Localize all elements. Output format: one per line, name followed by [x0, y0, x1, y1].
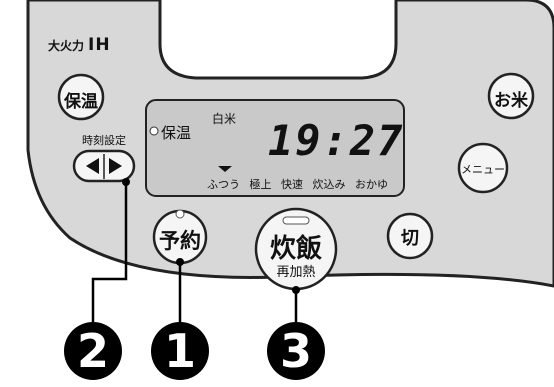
keep-warm-indicator-icon: [149, 126, 159, 136]
mode-item: おかゆ: [355, 178, 388, 191]
cook-led-icon: [282, 216, 310, 225]
lcd-keep-warm-text: 保温: [161, 124, 192, 142]
off-button[interactable]: [386, 212, 434, 260]
timer-label: 予約: [159, 229, 201, 253]
rice-type-button[interactable]: [487, 72, 535, 120]
callout-dots: [122, 178, 300, 294]
callout-leaders: [91, 180, 298, 330]
cook-main-label: 炊飯: [269, 234, 322, 264]
brand-label: 大火力: [48, 39, 85, 53]
lcd-time: 19:27: [268, 116, 405, 165]
callout-2: 2: [64, 322, 122, 380]
top-recess: [158, 0, 398, 80]
cook-sub-label: 再加熱: [276, 265, 316, 280]
lcd-rice-label: 白米: [212, 112, 237, 126]
lcd-mode-row: ふつう 極上 快速 炊込み おかゆ: [207, 176, 388, 192]
keep-warm-label: 保温: [64, 92, 98, 112]
mode-item: 極上: [249, 178, 272, 191]
keep-warm-button[interactable]: [57, 73, 105, 121]
mode-caret-icon: [218, 166, 232, 172]
lcd-display: [145, 99, 405, 197]
time-set-caption: 時刻設定: [82, 134, 126, 147]
arrow-left-icon[interactable]: [86, 158, 99, 174]
mode-item: ふつう: [207, 178, 240, 191]
mode-item: 炊込み: [312, 178, 346, 191]
callout-3: 3: [267, 322, 325, 380]
callout-1: 1: [151, 322, 209, 380]
menu-label: メニュー: [461, 163, 505, 176]
rice-type-label: お米: [494, 91, 528, 111]
brand-ih: IH: [88, 35, 111, 55]
off-label: 切: [401, 228, 419, 249]
menu-button[interactable]: [457, 142, 509, 194]
arrow-right-icon[interactable]: [109, 158, 122, 174]
mode-item: 快速: [281, 178, 303, 191]
timer-led-icon: [175, 209, 185, 219]
